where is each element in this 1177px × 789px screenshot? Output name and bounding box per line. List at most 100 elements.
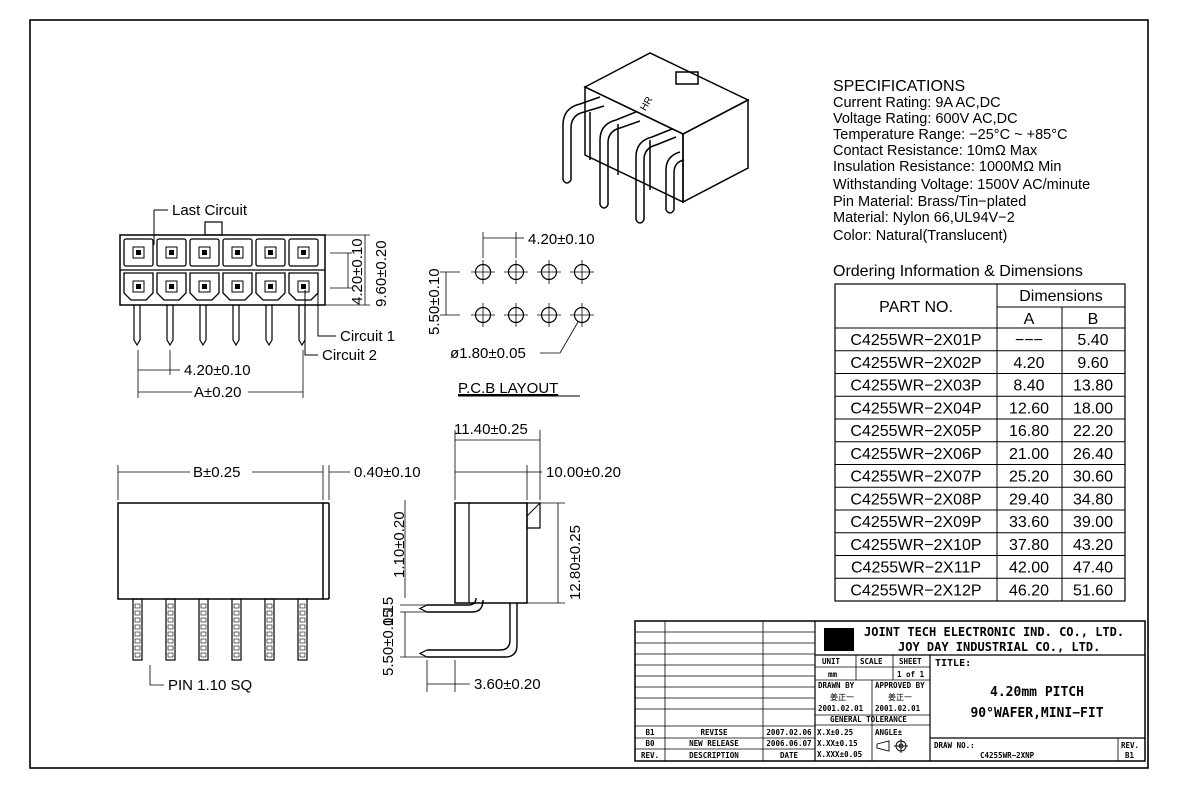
dim-b-cell: 22.20 <box>1073 423 1113 440</box>
specifications: SPECIFICATIONS Current Rating: 9A AC,DC … <box>833 78 1090 244</box>
pcb-hole-dim: ø1.80±0.05 <box>450 345 526 362</box>
title-line-1: 4.20mm PITCH <box>990 685 1084 700</box>
rev-row-date: 2006.06.07 <box>766 739 811 748</box>
col-a: A <box>1024 311 1035 328</box>
side-depth-dim: 11.40±0.25 <box>454 421 528 438</box>
spec-line: Insulation Resistance: 1000MΩ Min <box>833 159 1061 175</box>
dim-b-cell: 18.00 <box>1073 400 1113 417</box>
pin <box>265 305 273 347</box>
dim-a-cell: 21.00 <box>1009 446 1049 463</box>
part-number-cell: C4255WR−2X05P <box>850 423 981 440</box>
dim-a-cell: 29.40 <box>1009 491 1049 508</box>
ordering-heading: Ordering Information & Dimensions <box>833 263 1083 280</box>
spec-line: Contact Resistance: 10mΩ Max <box>833 143 1038 159</box>
drawn-by-label: DRAWN BY <box>818 681 855 690</box>
dim-a-cell: 8.40 <box>1013 378 1044 395</box>
table-row: C4255WR−2X12P 46.20 51.60 <box>835 577 1125 599</box>
bottom-housing <box>117 502 324 600</box>
spec-line: Withstanding Voltage: 1500V AC/minute <box>833 177 1090 193</box>
pin <box>132 598 143 661</box>
part-number-cell: C4255WR−2X06P <box>850 446 981 463</box>
gap-dim: 0.40±0.10 <box>354 464 421 481</box>
pin <box>199 305 207 347</box>
part-number-cell: C4255WR−2X10P <box>850 537 981 554</box>
spec-line: Material: Nylon 66,UL94V−2 <box>833 210 1015 226</box>
side-1-10-dim: 1.10±0.20 <box>391 511 408 578</box>
side-depth2-dim: 10.00±0.20 <box>546 464 621 481</box>
dim-b-cell: 34.80 <box>1073 491 1113 508</box>
dim-a-cell: 42.00 <box>1009 560 1049 577</box>
angle-label: ANGLE± <box>875 728 903 737</box>
part-number-cell: C4255WR−2X12P <box>850 582 981 599</box>
company-name-2: JOY DAY INDUSTRIAL CO., LTD. <box>898 640 1100 654</box>
dim-a-cell: −−− <box>1015 332 1043 349</box>
rev-label: REV. <box>1121 741 1139 750</box>
contact-cavity <box>288 272 319 301</box>
rev-row-rev: B0 <box>645 739 655 748</box>
approved-date: 2001.02.01 <box>875 704 921 713</box>
draw-no-value: C4255WR−2XNP <box>980 751 1035 760</box>
side-3-60-dim: 3.60±0.20 <box>474 676 541 693</box>
pcb-row-dim: 5.50±0.10 <box>426 268 443 335</box>
approved-by-label: APPROVED BY <box>875 681 925 690</box>
pin <box>232 305 240 347</box>
part-number-cell: C4255WR−2X01P <box>850 332 981 349</box>
pin <box>264 598 275 661</box>
tolerance-3: X.XXX±0.05 <box>817 750 862 759</box>
spec-heading: SPECIFICATIONS <box>833 78 965 95</box>
pcb-pitch-dim: 4.20±0.10 <box>528 231 595 248</box>
approved-by-name: 姜正一 <box>888 692 912 702</box>
last-circuit-label: Last Circuit <box>172 202 248 219</box>
contact-cavity <box>156 272 187 301</box>
pcb-hole <box>570 260 594 284</box>
contact-cavity <box>189 238 220 267</box>
contact-cavity <box>123 238 154 267</box>
pcb-hole <box>504 260 528 284</box>
contact-cavity <box>255 238 286 267</box>
side-5-50-dim: 5.50±0.15 <box>380 609 397 676</box>
dim-b-cell: 9.60 <box>1077 355 1108 372</box>
col-description: DESCRIPTION <box>689 751 739 760</box>
col-date: DATE <box>780 751 799 760</box>
rev-row-date: 2007.02.06 <box>766 728 812 737</box>
col-rev: REV. <box>641 751 659 760</box>
col-dimensions: Dimensions <box>1019 288 1103 305</box>
pin <box>198 598 209 661</box>
pcb-hole <box>504 303 528 327</box>
contact-cavity <box>156 238 187 267</box>
front-pitch-dim: 4.20±0.10 <box>184 362 251 379</box>
dim-a-cell: 33.60 <box>1009 514 1049 531</box>
col-b: B <box>1088 311 1099 328</box>
dim-b-cell: 5.40 <box>1077 332 1108 349</box>
table-row: C4255WR−2X01P −−− 5.40 <box>850 332 1108 349</box>
general-tolerance: GENERAL TOLERANCE <box>830 715 907 724</box>
side-view: 11.40±0.25 10.00±0.20 12.80±0.25 1.10±0.… <box>380 421 621 693</box>
pcb-hole <box>537 303 561 327</box>
contact-cavity <box>222 238 253 267</box>
dim-a-cell: 37.80 <box>1009 537 1049 554</box>
rev-row-rev: B1 <box>645 728 655 737</box>
dim-b-cell: 51.60 <box>1073 582 1113 599</box>
circuit-1-label: Circuit 1 <box>340 328 395 345</box>
part-number-cell: C4255WR−2X09P <box>850 514 981 531</box>
svg-text:HR: HR <box>639 95 656 113</box>
scale-label: SCALE <box>860 657 883 666</box>
part-number-cell: C4255WR−2X11P <box>851 560 981 577</box>
spec-line: Temperature Range: −25°C ~ +85°C <box>833 127 1067 143</box>
side-0-15-dim: 0.15 <box>380 597 397 626</box>
part-number-cell: C4255WR−2X02P <box>850 355 981 372</box>
dim-a-cell: 25.20 <box>1009 469 1049 486</box>
svg-text:HE: HE <box>828 633 846 648</box>
pin <box>165 598 176 661</box>
rev-row-desc: NEW RELEASE <box>689 739 739 748</box>
rev-row-desc: REVISE <box>700 728 728 737</box>
drawn-date: 2001.02.01 <box>818 704 864 713</box>
side-housing <box>454 502 528 604</box>
dim-a-cell: 46.20 <box>1009 582 1049 599</box>
sheet-value: 1 of 1 <box>897 670 925 679</box>
